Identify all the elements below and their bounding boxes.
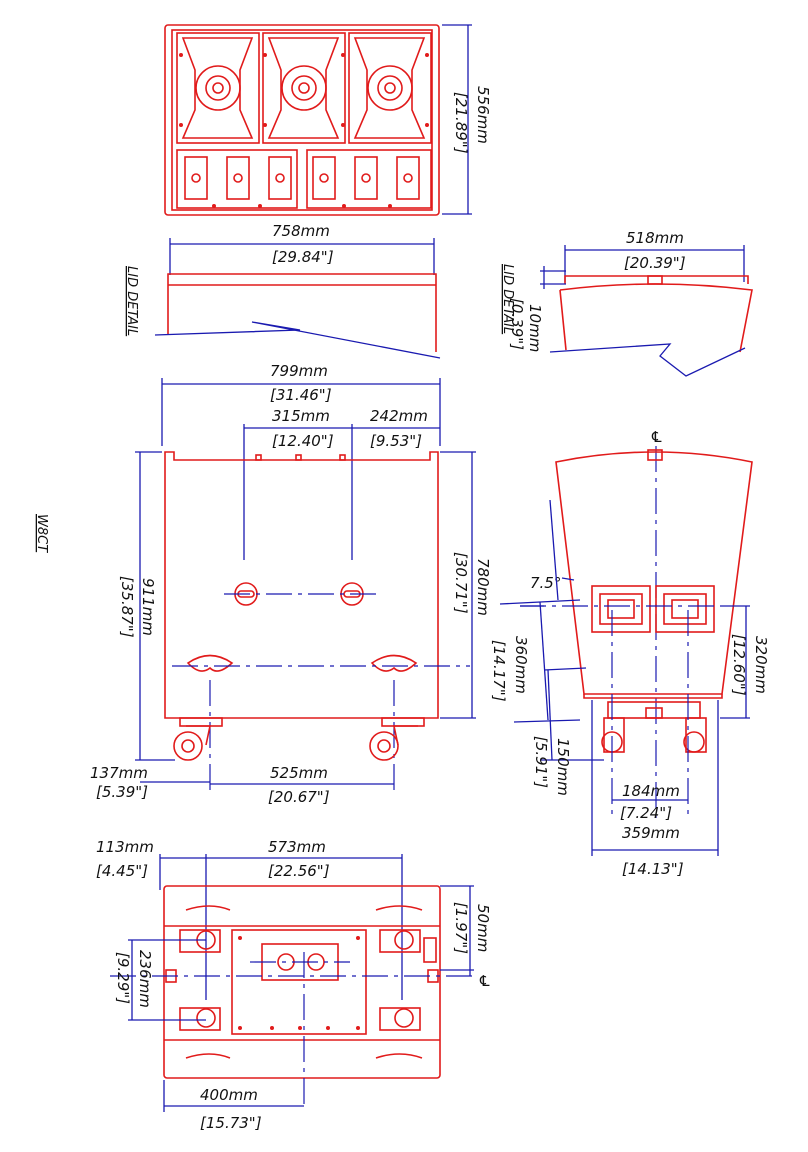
- caster-spacing-in: [20.67"]: [268, 788, 330, 806]
- total-height-in: [35.87"]: [118, 576, 136, 638]
- lid-front-detail: 758mm [29.84"] LID DETAIL: [124, 222, 441, 359]
- side-h150-in: [5.91"]: [532, 736, 550, 788]
- caster-inset-mm: 137mm: [90, 764, 148, 782]
- side-h320-mm: 320mm: [752, 636, 770, 694]
- model-label: W8CT: [34, 514, 49, 553]
- side-h150-mm: 150mm: [554, 738, 572, 796]
- bottom-edge-in: [1.97"]: [452, 902, 470, 954]
- lid-side-detail: 518mm [20.39"] 10mm [0.39"] LID DETAIL: [500, 229, 753, 377]
- bottom-edge-mm: 50mm: [474, 904, 492, 952]
- lid-detail-label-front: LID DETAIL: [124, 266, 139, 336]
- bottom-spacing-mm: 573mm: [268, 838, 326, 856]
- lid-width-mm: 758mm: [272, 222, 330, 240]
- top-depth-mm: 556mm: [474, 86, 492, 144]
- lid-side-width-mm: 518mm: [626, 229, 684, 247]
- caster-spacing-mm: 525mm: [270, 764, 328, 782]
- bottom-width-in: [15.73"]: [200, 1114, 262, 1132]
- total-height-mm: 911mm: [139, 578, 157, 636]
- lid-side-width-in: [20.39"]: [624, 254, 686, 272]
- side-view: ℄ 7.5° 360mm [14.17"] 15: [490, 428, 770, 878]
- front-width-in: [31.46"]: [270, 386, 332, 404]
- side-h320-in: [12.60"]: [730, 634, 748, 696]
- handle-spacing-mm: 315mm: [272, 407, 330, 425]
- lid-side-height-mm: 10mm: [526, 304, 544, 352]
- lid-detail-label-side: LID DETAIL: [500, 264, 515, 334]
- bottom-depth-in: [9.29"]: [114, 952, 132, 1004]
- cabinet-height-mm: 780mm: [474, 558, 492, 616]
- front-view: 799mm [31.46"] 315mm 242mm [12.40"] [9.5…: [90, 362, 492, 806]
- handle-offset-mm: 242mm: [370, 407, 428, 425]
- centerline-side: ℄: [650, 428, 663, 446]
- bottom-inset-in: [4.45"]: [96, 862, 148, 880]
- centerline-bottom: ℄: [478, 972, 491, 990]
- bottom-depth-mm: 236mm: [136, 950, 154, 1008]
- side-w184-mm: 184mm: [622, 782, 680, 800]
- side-w184-in: [7.24"]: [620, 804, 672, 822]
- side-angle: 7.5°: [530, 574, 561, 592]
- side-w359-mm: 359mm: [622, 824, 680, 842]
- caster-inset-in: [5.39"]: [96, 783, 148, 801]
- front-width-mm: 799mm: [270, 362, 328, 380]
- lid-side-height-in: [0.39"]: [508, 298, 526, 350]
- top-depth-in: [21.89"]: [452, 92, 470, 154]
- bottom-width-mm: 400mm: [200, 1086, 258, 1104]
- bottom-view: 113mm [4.45"] 573mm [22.56"]: [96, 838, 492, 1132]
- cabinet-height-in: [30.71"]: [452, 552, 470, 614]
- side-w359-in: [14.13"]: [622, 860, 684, 878]
- lid-width-in: [29.84"]: [272, 248, 334, 266]
- side-h360-mm: 360mm: [512, 636, 530, 694]
- bottom-spacing-in: [22.56"]: [268, 862, 330, 880]
- side-h360-in: [14.17"]: [490, 640, 508, 702]
- top-view: 556mm [21.89"]: [164, 24, 492, 216]
- handle-offset-in: [9.53"]: [370, 432, 422, 450]
- handle-spacing-in: [12.40"]: [272, 432, 334, 450]
- bottom-inset-mm: 113mm: [96, 838, 154, 856]
